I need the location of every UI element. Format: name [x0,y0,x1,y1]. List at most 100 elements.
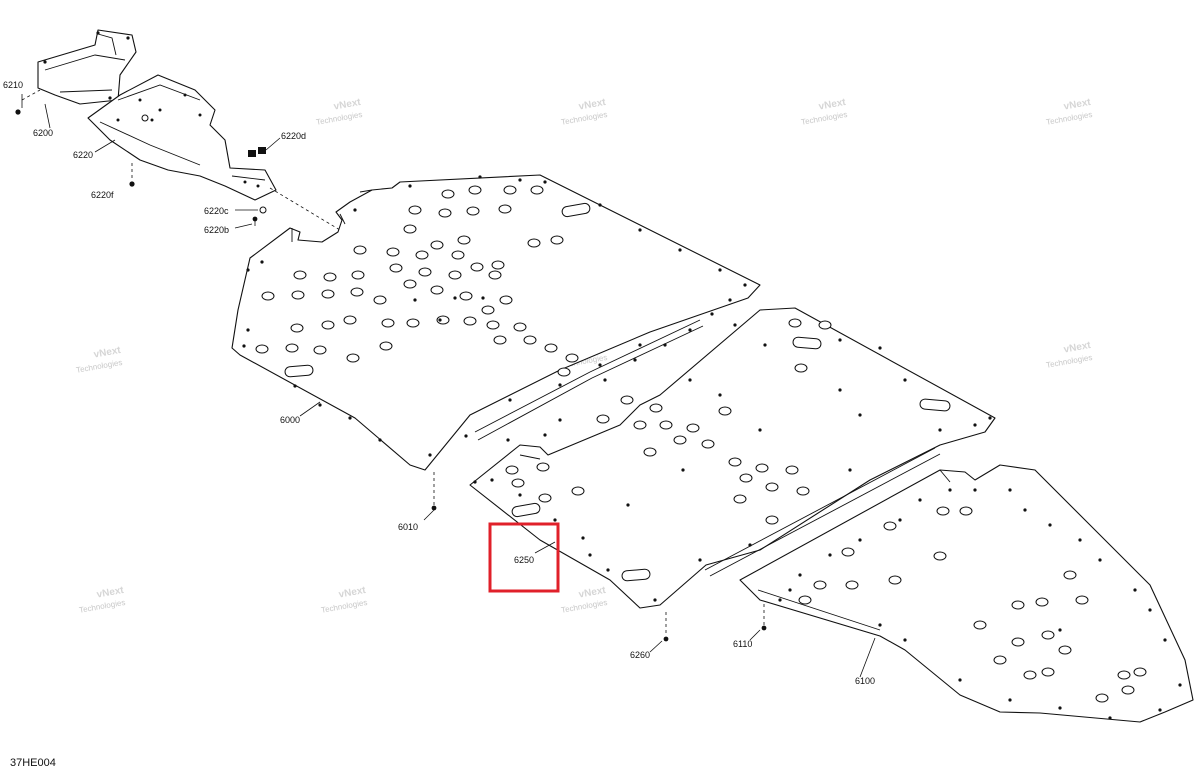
rivet-dot [758,428,762,432]
rivet-dot [688,328,692,332]
fastener-6110[interactable] [749,604,767,641]
fastener-6220c[interactable] [235,206,267,214]
callout-6110[interactable]: 6110 [733,639,752,649]
rivet-dot [903,638,907,642]
rivet-dot [748,543,752,547]
rivet-dot [581,536,585,540]
panel-hole [813,580,827,590]
watermark-line1: vNext [578,97,607,113]
panel-hole [933,551,947,561]
callout-6220b[interactable]: 6220b [204,225,229,235]
figure-id: 37HE004 [10,757,56,769]
callout-6100[interactable]: 6100 [855,676,875,686]
rivet-dot [518,493,522,497]
panel-hole [291,290,305,300]
panel-hole [503,185,517,195]
rivet-dot [858,538,862,542]
rivet-dot [543,433,547,437]
rivet-dot [638,343,642,347]
panel-hole [739,473,753,483]
fastener-6220d[interactable] [248,137,281,157]
rivet-dot [633,358,637,362]
fastener-6260[interactable] [649,612,669,653]
panel-hole [530,185,544,195]
fastener-6210[interactable] [15,89,41,115]
panel-hole [1023,670,1037,680]
callout-6260[interactable]: 6260 [630,650,650,660]
panel-hole [499,295,513,305]
panel-hole [1095,693,1109,703]
panel-hole [448,270,462,280]
rivet-dot [606,568,610,572]
panel-hole [794,363,808,373]
panel-hole [418,267,432,277]
fastener-6220b[interactable] [234,216,258,229]
watermark-line2: Technologies [78,598,126,615]
rivet-dot [763,343,767,347]
callout-6010[interactable]: 6010 [398,522,418,532]
rivet-dot [1058,628,1062,632]
rivet-dot [490,478,494,482]
rivet-dot [413,298,417,302]
rivet-dot [518,178,522,182]
panel-hole [430,285,444,295]
watermark-line2: Technologies [560,598,608,615]
part-6200-skid-plate[interactable] [37,29,137,105]
panel-hole [733,494,747,504]
panel-hole [321,320,335,330]
panel-hole [936,506,950,516]
panel-hole [659,420,673,430]
panel-hole [255,344,269,354]
panel-hole [343,315,357,325]
part-6100-side-floor-panel[interactable] [739,464,1194,723]
panel-hole [1133,667,1147,677]
part-6220-bracket-plate[interactable] [87,74,277,201]
callout-6220[interactable]: 6220 [73,150,93,160]
watermark-line1: vNext [96,585,125,601]
callout-6000[interactable]: 6000 [280,415,300,425]
rivet-dot [378,438,382,442]
panel-hole [321,289,335,299]
callout-6220f[interactable]: 6220f [91,190,114,200]
rivet-dot [603,378,607,382]
watermark-line1: vNext [818,97,847,113]
rivet-dot [1178,683,1182,687]
panel-hole [785,465,799,475]
callout-6210[interactable]: 6210 [3,80,23,90]
rivet-dot [464,434,468,438]
panel-hole [466,206,480,216]
rivet-dot [558,383,562,387]
rivet-dot [743,283,747,287]
panel-hole [1063,570,1077,580]
panel-hole [538,493,552,503]
watermark-line2: Technologies [315,110,363,127]
panel-hole [1011,600,1025,610]
callout-6220c[interactable]: 6220c [204,206,229,216]
panel-hole [290,323,304,333]
panel-hole [550,235,564,245]
rivet-dot [788,588,792,592]
rivet-dot [918,498,922,502]
rivet-dot [242,344,246,348]
panel-hole [436,315,450,325]
rivet-dot [246,268,250,272]
callout-6220d[interactable]: 6220d [281,131,306,141]
rivet-dot [1158,708,1162,712]
fastener-6220f[interactable] [129,160,135,187]
rivet-dot [1023,508,1027,512]
callout-6200[interactable]: 6200 [33,128,53,138]
fastener-6010[interactable] [423,472,437,521]
rivet-dot [798,573,802,577]
panel-hole [513,322,527,332]
panel-hole [511,478,525,488]
callout-6250[interactable]: 6250 [514,555,534,565]
rivet-dot [473,480,477,484]
rivet-dot [733,323,737,327]
panel-hole [261,291,275,301]
panel-hole [544,343,558,353]
panel-hole [386,247,400,257]
rivet-dot [973,423,977,427]
rivet-dot [948,488,952,492]
